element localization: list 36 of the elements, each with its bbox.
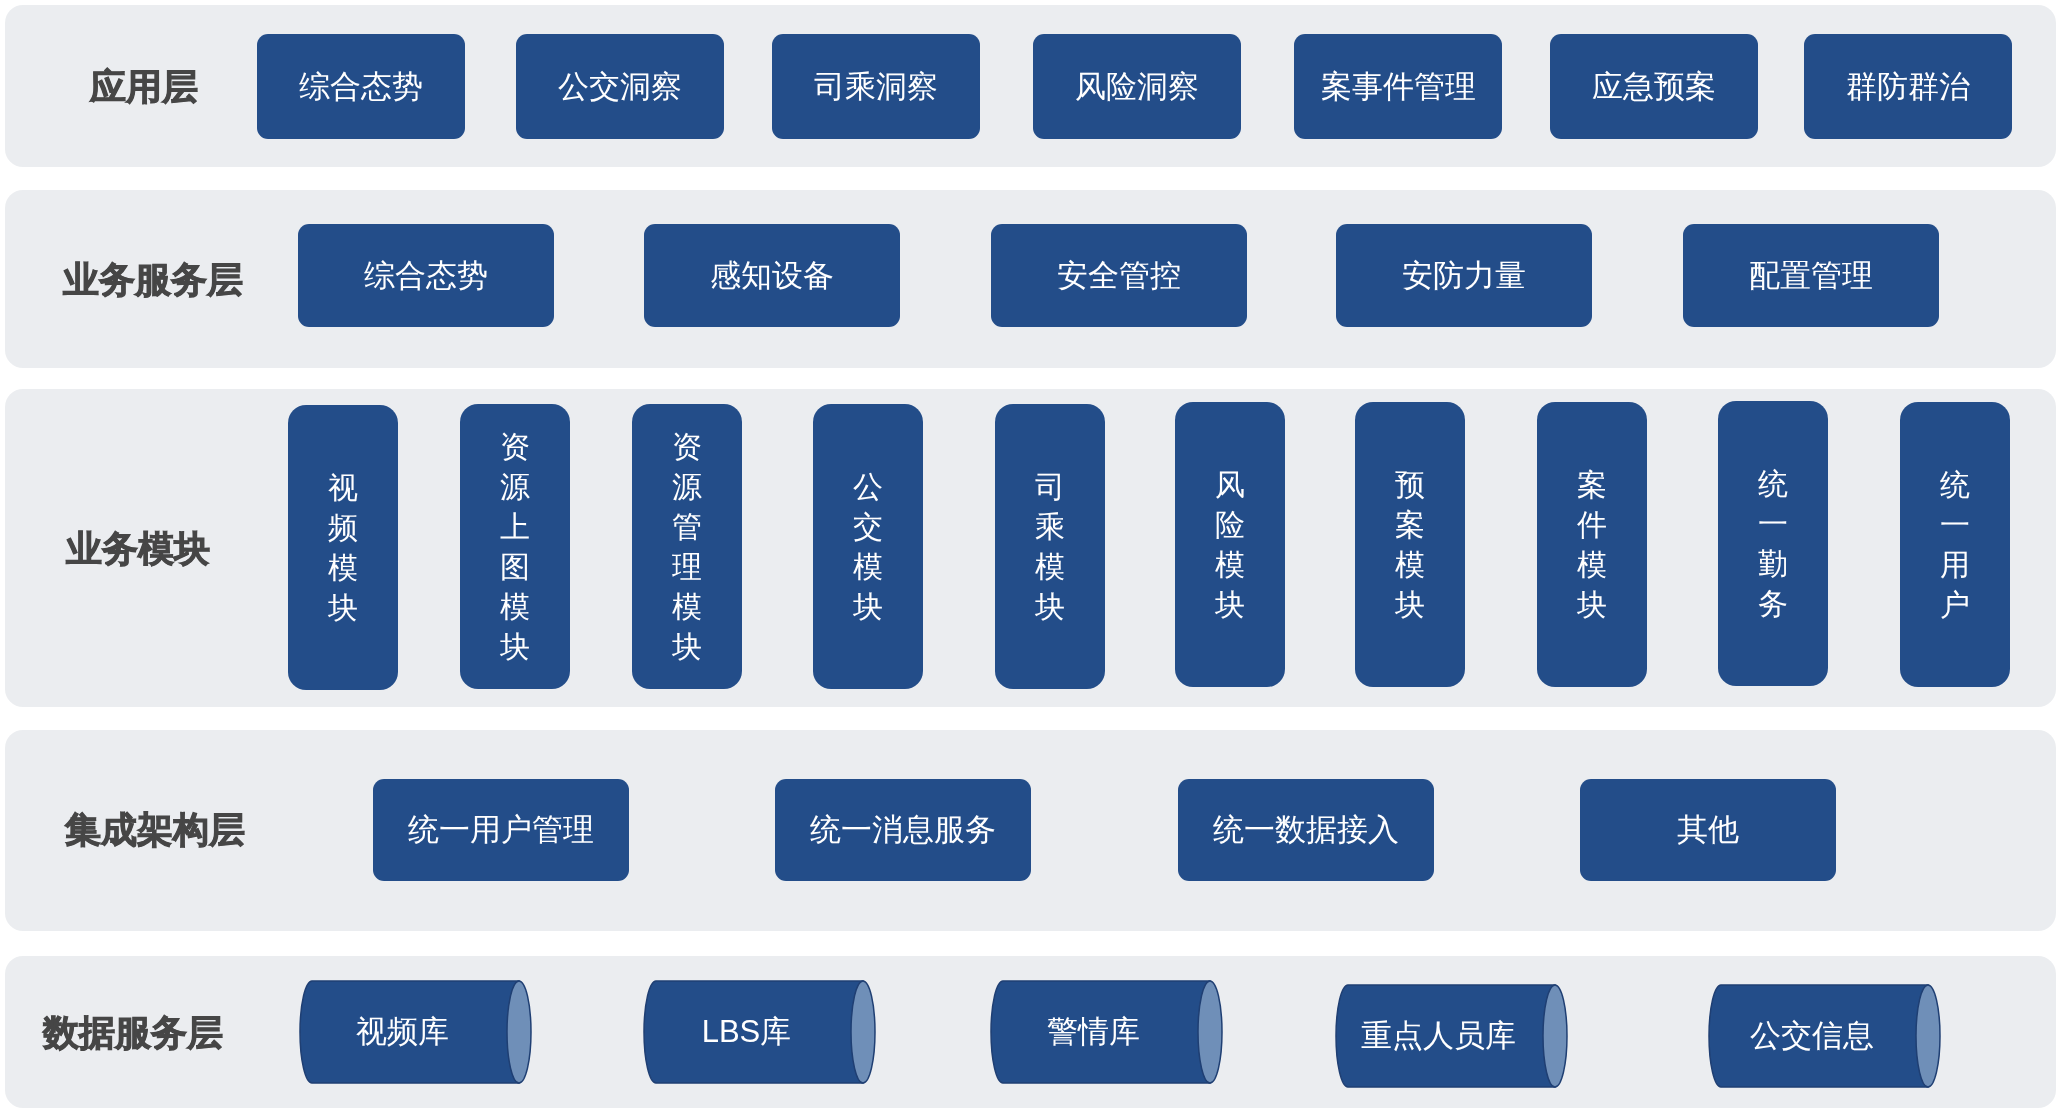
function-box: 其他 <box>1580 779 1836 881</box>
function-box: 公交洞察 <box>516 34 724 139</box>
function-box: 案事件管理 <box>1294 34 1502 139</box>
function-box: 感知设备 <box>644 224 900 327</box>
layer-band <box>5 190 2056 368</box>
module-box: 统一用户 <box>1900 402 2010 687</box>
module-box: 视频模块 <box>288 405 398 690</box>
function-box: 风险洞察 <box>1033 34 1241 139</box>
module-box: 预案模块 <box>1355 402 1465 687</box>
function-box: 应急预案 <box>1550 34 1758 139</box>
module-box: 资源管理模块 <box>632 404 742 689</box>
layer-title: 应用层 <box>90 65 198 109</box>
module-box: 统一勤务 <box>1718 401 1828 686</box>
function-box: 配置管理 <box>1683 224 1939 327</box>
function-box: 司乘洞察 <box>772 34 980 139</box>
function-box: 统一数据接入 <box>1178 779 1434 881</box>
function-box: 安防力量 <box>1336 224 1592 327</box>
layer-band <box>5 5 2056 167</box>
function-box: 综合态势 <box>257 34 465 139</box>
layer-band <box>5 956 2056 1108</box>
module-box: 资源上图模块 <box>460 404 570 689</box>
layer-band <box>5 389 2056 707</box>
function-box: 统一消息服务 <box>775 779 1031 881</box>
function-box: 群防群治 <box>1804 34 2012 139</box>
function-box: 安全管控 <box>991 224 1247 327</box>
layer-title: 业务服务层 <box>63 258 243 302</box>
layer-title: 数据服务层 <box>43 1011 223 1055</box>
module-box: 公交模块 <box>813 404 923 689</box>
function-box: 统一用户管理 <box>373 779 629 881</box>
layer-band <box>5 730 2056 931</box>
layer-title: 业务模块 <box>66 527 210 571</box>
module-box: 案件模块 <box>1537 402 1647 687</box>
module-box: 风险模块 <box>1175 402 1285 687</box>
function-box: 综合态势 <box>298 224 554 327</box>
module-box: 司乘模块 <box>995 404 1105 689</box>
layer-title: 集成架构层 <box>65 808 245 852</box>
